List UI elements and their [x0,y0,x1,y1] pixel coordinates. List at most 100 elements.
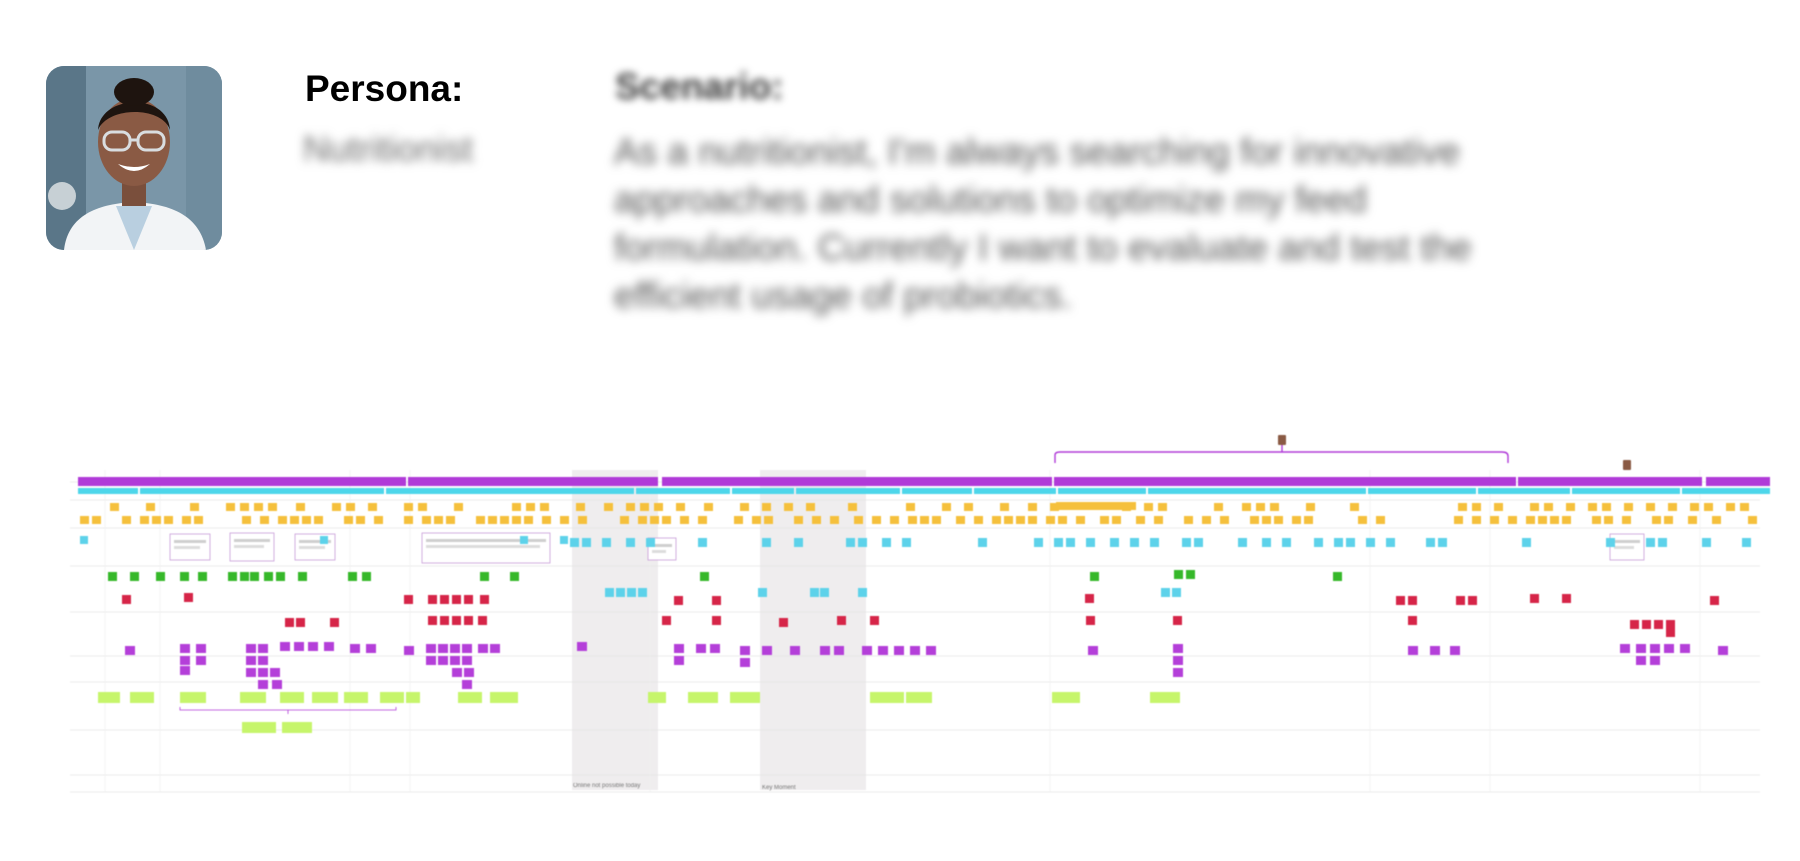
sticky-note-yellow [1242,503,1251,511]
sticky-note-purple [196,656,206,665]
sticky-note-yellow [346,503,355,511]
journey-map-canvas [70,435,1770,793]
sticky-note-green [362,572,371,581]
sticky-note-blue [1130,538,1139,547]
sticky-note-yellow [578,516,587,524]
thumbnail-line [1614,540,1640,543]
thumbnail-line [426,545,540,548]
sticky-note-purple [1680,644,1690,653]
sticky-note-purple [366,644,376,653]
sticky-note-red [440,595,449,604]
sticky-note-yellow [278,516,287,524]
phase-header-bar [1054,477,1516,486]
sticky-note-yellow [1158,503,1167,511]
sticky-note-green [510,572,519,581]
sticky-note-blue [560,536,568,544]
sticky-note-purple [1173,644,1183,653]
sticky-note-yellow [908,516,917,524]
sticky-note-yellow [854,516,863,524]
sticky-note-blue [626,538,635,547]
sticky-note-yellow [302,516,311,524]
sticky-note-purple [462,656,472,665]
sticky-note-yellow [476,516,485,524]
sticky-note-yellow [830,516,839,524]
sticky-note-yellow [680,516,689,524]
sticky-note-red [662,616,671,625]
sticky-note-purple [1620,644,1630,653]
sticky-note-blue [605,588,614,597]
sticky-note-purple [404,646,414,655]
sticky-note-purple [1173,668,1183,677]
sticky-note-purple [180,666,190,675]
persona-avatar [46,66,222,250]
sticky-note-yellow [260,516,269,524]
sticky-note-yellow [932,516,941,524]
stage-header-bar [1148,488,1366,494]
sticky-note-lime [648,692,666,703]
sticky-note-yellow [1494,503,1503,511]
sticky-note-green [1090,572,1099,581]
sticky-note-yellow [872,516,881,524]
thumbnail-line [652,550,666,553]
sticky-note-blue [1086,538,1095,547]
sticky-note-red [464,616,473,625]
sticky-note-blue [1646,538,1655,547]
sticky-note-blue [646,538,655,547]
sticky-note-blue [1161,588,1170,597]
sticky-note-yellow [1664,516,1673,524]
sticky-note-green [228,572,237,581]
sticky-note-yellow [1604,516,1613,524]
sticky-note-purple [125,646,135,655]
sticky-note-yellow [906,503,915,511]
sticky-note-yellow [794,516,803,524]
sticky-note-yellow [1690,503,1699,511]
sticky-note-purple [350,644,360,653]
sticky-note-red [1173,616,1182,625]
sticky-note-purple [196,644,206,653]
mini-avatar [1278,435,1286,445]
sticky-note-red [184,593,193,602]
sticky-note-purple [464,668,474,677]
sticky-note-yellow-wide [1056,502,1136,510]
sticky-note-yellow [1304,516,1313,524]
lime-group-bracket [179,707,397,714]
sticky-note-purple [462,644,472,653]
sticky-note-purple [246,656,256,665]
sticky-note-green [264,572,273,581]
phase-header-bar [408,477,658,486]
sticky-note-red [837,616,846,625]
sticky-note-yellow [1220,516,1229,524]
sticky-note-green [156,572,165,581]
sticky-note-yellow [1028,516,1037,524]
thumbnail-line [234,545,264,548]
sticky-note-red [674,596,683,605]
sticky-note-blue [1150,538,1159,547]
sticky-note-blue [320,536,328,544]
sticky-note-yellow [418,503,427,511]
sticky-note-blue [1054,538,1063,547]
sticky-note-red [1468,596,1477,605]
phase-header-bar [78,477,406,486]
sticky-note-yellow [374,516,383,524]
sticky-note-purple [246,644,256,653]
sticky-note-yellow [1622,516,1631,524]
sticky-note-lime [282,722,312,733]
sticky-note-blue [1742,538,1751,547]
sticky-note-yellow [752,516,761,524]
sticky-note-yellow [1274,516,1283,524]
sticky-note-yellow [454,503,463,511]
sticky-note-red [712,596,721,605]
sticky-note-yellow [698,516,707,524]
sticky-note-yellow [140,516,149,524]
sticky-note-blue [1426,538,1435,547]
sticky-note-yellow [890,516,899,524]
stage-header-bar [902,488,972,494]
sticky-note-yellow [662,516,671,524]
sticky-note-yellow [1566,503,1575,511]
mini-avatar [1623,460,1631,470]
sticky-note-blue [1034,538,1043,547]
sticky-note-purple [834,646,844,655]
sticky-note-purple [926,646,936,655]
sticky-note-blue [570,538,579,547]
sticky-note-yellow [1668,503,1677,511]
